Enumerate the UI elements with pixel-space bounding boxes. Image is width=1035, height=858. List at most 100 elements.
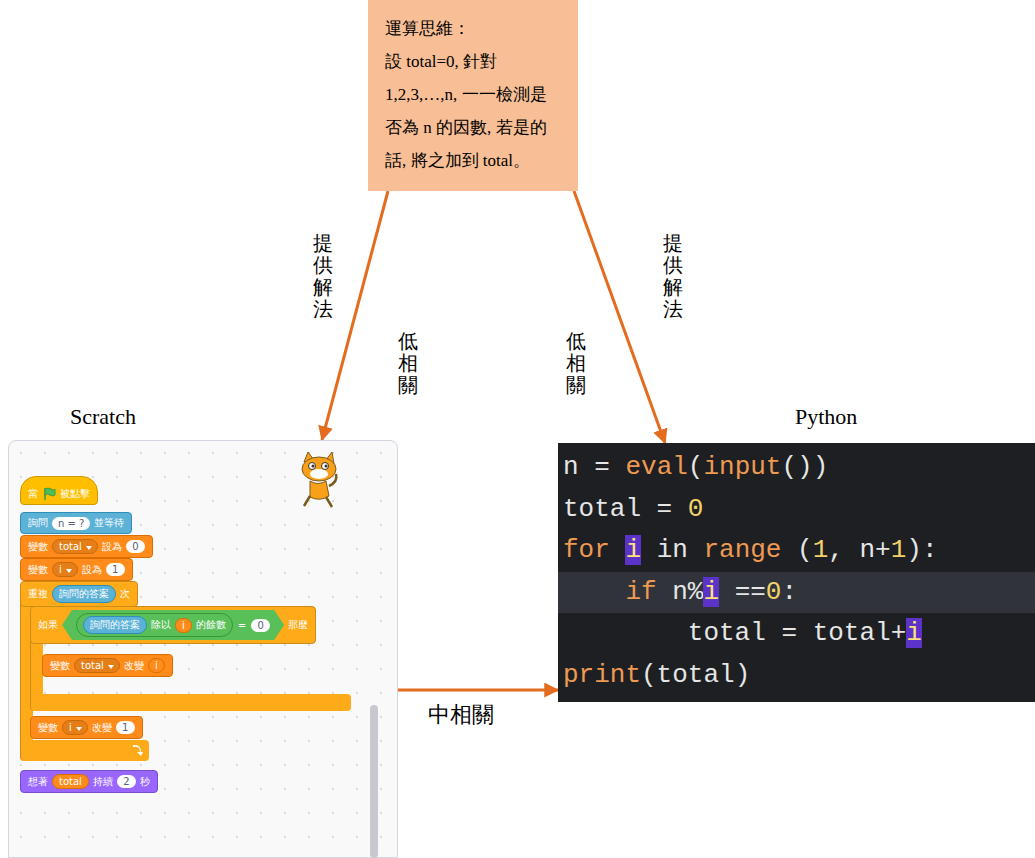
block-word: 被點擊 [60,487,90,501]
syntax-token: n% [657,577,704,607]
block-reporter: 詢問的答案 [52,585,116,603]
syntax-token: total = total+ [688,618,906,648]
block-word: 秒 [140,775,150,789]
relevance-label: 低相關 [566,330,586,396]
edge-label: 提供解法 [313,232,333,320]
edge-label: 中相關 [428,700,494,730]
scratch-block: 變數 i 設為 1 [20,558,133,581]
block-word: 改變 [124,659,144,673]
scratch-block: 想著 total 持續 2秒 [20,770,158,793]
boolean-operator: 詢問的答案除以i的餘數 = 0 [62,610,284,640]
syntax-token: , n+ [828,535,890,565]
block-word: 如果 [38,618,58,632]
repeat-arrow-icon [131,744,143,756]
syntax-token: 1 [813,535,829,565]
block-reporter: total [74,658,120,673]
panel-heading: Scratch [70,404,136,430]
edge-label: 提供解法 [663,232,683,320]
c-block-part [20,740,149,761]
block-input: 1 [106,563,125,576]
syntax-token: if [625,577,656,607]
scratch-block: 當 被點擊 [20,476,98,505]
code-line: total = 0 [558,489,1035,531]
syntax-token: n = [563,452,625,482]
syntax-token: ): [906,535,937,565]
concept-box: 運算思維：設 total=0, 針對 1,2,3,…,n, 一一檢測是否為 n … [368,0,578,191]
scratch-block: 如果 詢問的答案除以i的餘數 = 0 那麼 [30,606,316,644]
scrollbar [370,705,378,858]
block-input: 2 [117,775,136,788]
syntax-token: 0 [688,494,704,524]
block-word: = [238,620,246,631]
syntax-token: == [719,577,766,607]
block-word: 除以 [151,618,171,632]
scratch-block: 變數 total 設為 0 [20,535,153,558]
block-word: 持續 [93,775,113,789]
code-line: total = total+i [558,613,1035,655]
block-reporter: i [52,562,78,577]
code-line: if n%i ==0: [558,572,1035,614]
syntax-token: print [563,660,641,690]
arrow-connector [574,191,665,443]
block-input: 0 [251,619,270,632]
block-word: 詢問 [28,516,48,530]
syntax-token: (total) [641,660,750,690]
syntax-token: 1 [891,535,907,565]
block-input: 1 [116,721,135,734]
syntax-token: ( [781,535,812,565]
block-word: 設為 [82,563,102,577]
block-word: 的餘數 [196,618,226,632]
code-line: for i in range (1, n+1): [558,530,1035,572]
scratch-block: 詢問 n = ? 並等待 [20,512,132,534]
block-reporter: total [52,774,89,789]
python-code-panel: Pythonn = eval(input())total = 0for i in… [558,443,1035,702]
syntax-token: 0 [766,577,782,607]
green-flag-icon [42,487,56,501]
syntax-token [610,535,626,565]
block-word: 那麼 [288,618,308,632]
syntax-token: i [703,577,719,607]
block-reporter: i [148,658,165,673]
block-word: 變數 [50,659,70,673]
block-word: 重複 [28,587,48,601]
syntax-token: ( [688,452,704,482]
scratch-block: 變數 total 改變 i [42,654,173,677]
block-word: 設為 [102,540,122,554]
block-word: 並等待 [94,516,124,530]
block-word: 想著 [28,775,48,789]
syntax-token: ()) [781,452,828,482]
block-word: 次 [120,587,130,601]
c-block-part [30,694,351,711]
block-word: 改變 [92,721,112,735]
block-word: 當 [28,487,38,501]
box-body: 設 total=0, 針對 1,2,3,…,n, 一一檢測是否為 n 的因數, … [385,45,562,177]
syntax-token: : [781,577,797,607]
syntax-token: i [625,535,641,565]
relevance-label: 低相關 [398,330,418,396]
block-reporter: i [62,720,88,735]
block-input: 0 [126,540,145,553]
block-input: n = ? [52,517,90,530]
panel-heading: Python [795,404,857,430]
scratch-screenshot: Scratch當被點擊詢問n = ?並等待變數total設為0變數i設為1重複詢… [8,440,398,858]
syntax-token: i [906,618,922,648]
operator-reporter: 詢問的答案除以i的餘數 [76,613,233,637]
code-line: n = eval(input()) [558,447,1035,489]
syntax-token: in [641,535,703,565]
code-line: print(total) [558,655,1035,697]
box-heading: 運算思維： [385,12,562,45]
syntax-token: range [703,535,781,565]
scratch-block: 變數 i 改變 1 [30,716,143,739]
syntax-token: input [703,452,781,482]
syntax-token: total = [563,494,688,524]
block-word: 變數 [28,540,48,554]
block-reporter: total [52,539,98,554]
block-reporter: 詢問的答案 [83,616,147,634]
block-word: 變數 [28,563,48,577]
syntax-token: eval [625,452,687,482]
arrow-connector [398,689,558,692]
scratch-cat-icon [296,452,340,510]
block-word: 變數 [38,721,58,735]
scratch-block: 重複詢問的答案次 [20,581,138,607]
syntax-token: for [563,535,610,565]
